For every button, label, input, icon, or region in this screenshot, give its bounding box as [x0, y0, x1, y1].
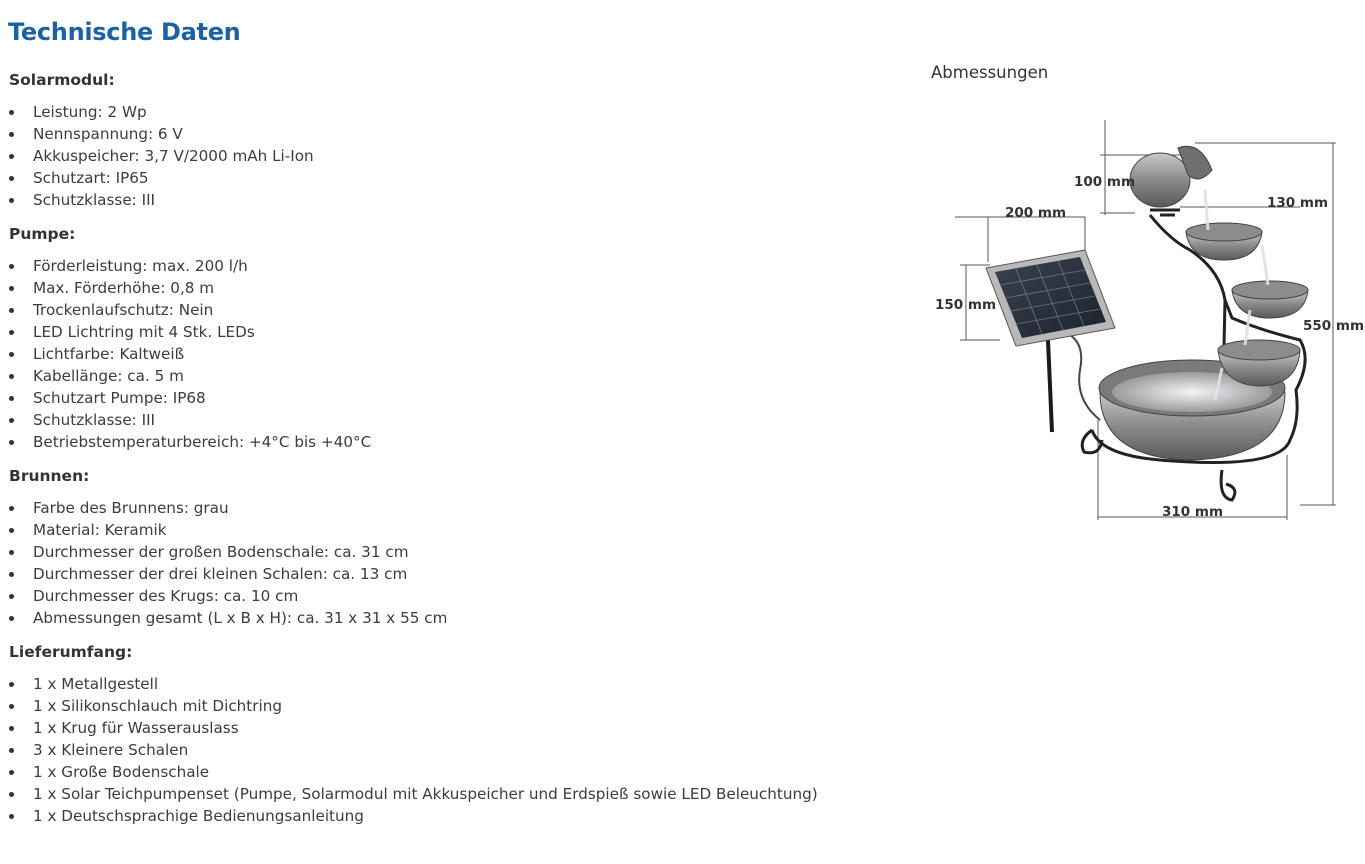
dimensions-diagram: 100 mm 200 mm 130 mm 150 mm 550 mm 310 m… — [935, 120, 1363, 520]
spec-list-item: Max. Förderhöhe: 0,8 m — [9, 277, 889, 299]
spec-list-item: Kabellänge: ca. 5 m — [9, 365, 889, 387]
label-panel-height: 150 mm — [935, 297, 996, 313]
spec-list-item: Nennspannung: 6 V — [9, 123, 889, 145]
spec-list-item: Abmessungen gesamt (L x B x H): ca. 31 x… — [9, 607, 889, 629]
spec-list-item: Trockenlaufschutz: Nein — [9, 299, 889, 321]
section-heading: Pumpe: — [9, 225, 76, 243]
dimension-lines — [955, 120, 1336, 520]
spec-list-item: 1 x Große Bodenschale — [9, 761, 889, 783]
label-jug-height: 100 mm — [1074, 174, 1135, 190]
spec-list-item: Förderleistung: max. 200 l/h — [9, 255, 889, 277]
spec-list-item: 1 x Krug für Wasserauslass — [9, 717, 889, 739]
spec-list-item: Durchmesser der drei kleinen Schalen: ca… — [9, 563, 889, 585]
section-heading: Solarmodul: — [9, 71, 115, 89]
spec-list-item: Leistung: 2 Wp — [9, 101, 889, 123]
metal-stand — [1080, 213, 1307, 502]
spec-list-item: LED Lichtring mit 4 Stk. LEDs — [9, 321, 889, 343]
spec-list-item: 1 x Solar Teichpumpenset (Pumpe, Solarmo… — [9, 783, 889, 805]
spec-list-item: Betriebstemperaturbereich: +4°C bis +40°… — [9, 431, 889, 453]
section-heading: Lieferumfang: — [9, 643, 133, 661]
spec-list-item: Durchmesser des Krugs: ca. 10 cm — [9, 585, 889, 607]
spec-list-item: Schutzklasse: III — [9, 189, 889, 211]
spec-list-item: 1 x Silikonschlauch mit Dichtring — [9, 695, 889, 717]
spec-list-item: 3 x Kleinere Schalen — [9, 739, 889, 761]
solar-panel — [985, 249, 1116, 433]
label-total-height: 550 mm — [1303, 318, 1363, 334]
spec-list-item: Durchmesser der großen Bodenschale: ca. … — [9, 541, 889, 563]
page-title: Technische Daten — [8, 18, 241, 47]
spec-list-item: Farbe des Brunnens: grau — [9, 497, 889, 519]
spec-list-item: Lichtfarbe: Kaltweiß — [9, 343, 889, 365]
water-streams — [1203, 189, 1270, 401]
spec-list-item: 1 x Metallgestell — [9, 673, 889, 695]
spec-list-item: 1 x Deutschsprachige Bedienungsanleitung — [9, 805, 889, 827]
spec-list-item: Schutzklasse: III — [9, 409, 889, 431]
label-bowl-diameter: 130 mm — [1267, 195, 1328, 211]
label-base-diameter: 310 mm — [1162, 504, 1223, 520]
jug — [1129, 145, 1213, 212]
spec-list-item: Material: Keramik — [9, 519, 889, 541]
spec-list-item: Akkuspeicher: 3,7 V/2000 mAh Li-Ion — [9, 145, 889, 167]
spec-list-item: Schutzart Pumpe: IP68 — [9, 387, 889, 409]
small-bowls — [1185, 222, 1309, 387]
diagram-title: Abmessungen — [931, 63, 1049, 82]
section-heading: Brunnen: — [9, 467, 90, 485]
spec-list-item: Schutzart: IP65 — [9, 167, 889, 189]
label-panel-width: 200 mm — [1005, 205, 1066, 221]
